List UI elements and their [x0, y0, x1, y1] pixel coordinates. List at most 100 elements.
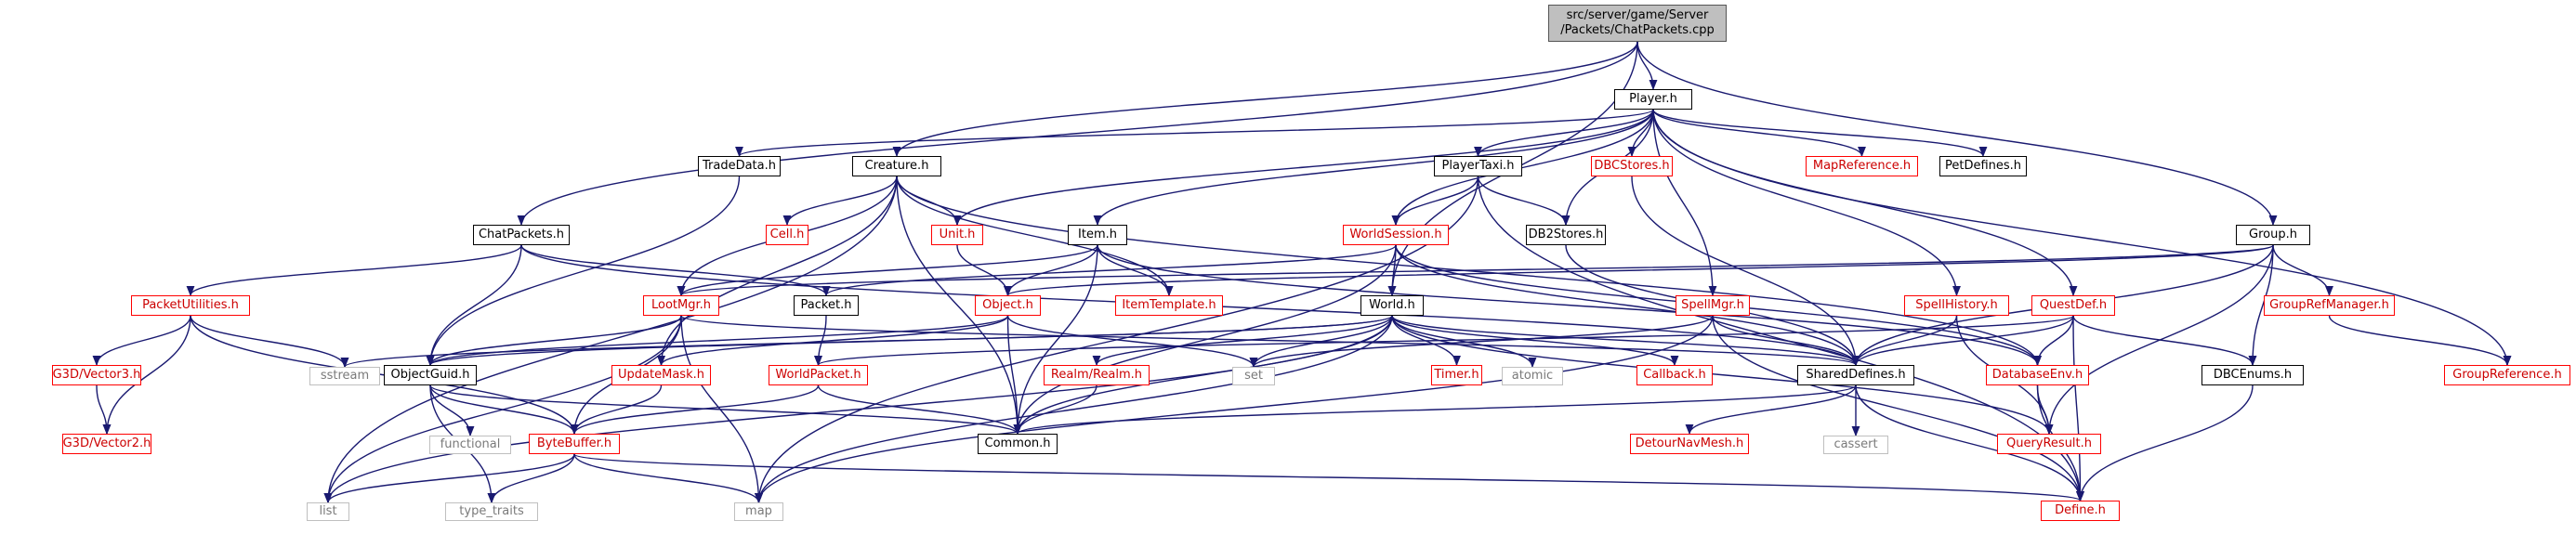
- edge-layer: [92, 41, 2512, 504]
- node-timer[interactable]: Timer.h: [1431, 365, 1482, 385]
- node-label: World.h: [1369, 298, 1415, 312]
- node-label: set: [1244, 369, 1263, 383]
- node-itemtemplate[interactable]: ItemTemplate.h: [1115, 295, 1223, 316]
- edge-g3dvector3-to-g3dvector2: [96, 384, 112, 436]
- node-label: TradeData.h: [702, 159, 776, 173]
- node-callback[interactable]: Callback.h: [1636, 365, 1713, 385]
- node-label: map: [745, 504, 772, 518]
- node-label: functional: [440, 437, 501, 451]
- node-g3dvector3[interactable]: G3D/Vector3.h: [52, 365, 141, 385]
- node-player[interactable]: Player.h: [1614, 89, 1692, 110]
- edge-spellmgr-to-shareddefines: [1712, 315, 1860, 367]
- node-label: src/server/game/Server /Packets/ChatPack…: [1560, 8, 1715, 37]
- edge-root-to-creature: [892, 41, 1638, 158]
- node-label: cassert: [1833, 437, 1878, 451]
- node-shareddefines[interactable]: SharedDefines.h: [1797, 365, 1914, 385]
- node-functional[interactable]: functional: [429, 436, 511, 454]
- node-sstream[interactable]: sstream: [309, 367, 380, 385]
- node-spellmgr[interactable]: SpellMgr.h: [1676, 295, 1750, 316]
- node-packetutilities[interactable]: PacketUtilities.h: [131, 295, 250, 316]
- node-root[interactable]: src/server/game/Server /Packets/ChatPack…: [1548, 5, 1727, 42]
- node-petdefines[interactable]: PetDefines.h: [1939, 156, 2027, 176]
- node-spellhistory[interactable]: SpellHistory.h: [1904, 295, 2009, 316]
- node-label: Player.h: [1629, 92, 1677, 106]
- node-group[interactable]: Group.h: [2236, 225, 2310, 245]
- node-unit[interactable]: Unit.h: [931, 225, 983, 245]
- edge-world-to-atomic: [1391, 315, 1537, 369]
- node-object[interactable]: Object.h: [975, 295, 1041, 316]
- node-label: ObjectGuid.h: [390, 368, 470, 382]
- node-chatpackets[interactable]: ChatPackets.h: [473, 225, 570, 245]
- node-g3dvector2[interactable]: G3D/Vector2.h: [62, 434, 151, 454]
- edge-world-to-callback: [1391, 315, 1679, 367]
- node-lootmgr[interactable]: LootMgr.h: [643, 295, 719, 316]
- node-common[interactable]: Common.h: [978, 434, 1058, 454]
- edge-player-to-mapreference: [1652, 109, 1866, 158]
- edge-bytebuffer-to-list: [323, 453, 575, 504]
- node-item[interactable]: Item.h: [1068, 225, 1127, 245]
- node-questdef[interactable]: QuestDef.h: [2031, 295, 2115, 316]
- node-label: PacketUtilities.h: [142, 298, 239, 312]
- node-label: Realm/Realm.h: [1050, 368, 1143, 382]
- edge-tradedata-to-objectguid: [426, 176, 741, 367]
- edge-group-to-lootmgr: [677, 244, 2274, 297]
- node-packet[interactable]: Packet.h: [794, 295, 859, 316]
- node-cassert[interactable]: cassert: [1823, 436, 1888, 454]
- edge-questdef-to-define: [2072, 315, 2084, 502]
- node-tradedata[interactable]: TradeData.h: [698, 156, 781, 176]
- edge-packetutilities-to-g3dvector3: [92, 315, 191, 367]
- node-bytebuffer[interactable]: ByteBuffer.h: [529, 434, 620, 454]
- node-set[interactable]: set: [1232, 367, 1275, 385]
- edge-worldsession-to-packet: [821, 244, 1397, 297]
- node-list[interactable]: list: [307, 502, 349, 521]
- node-worldpacket[interactable]: WorldPacket.h: [769, 365, 868, 385]
- edge-world-to-shareddefines: [1391, 315, 1860, 367]
- edge-object-to-objectguid: [426, 315, 1009, 367]
- edge-creature-to-updatemask: [657, 176, 898, 367]
- node-groupreference[interactable]: GroupReference.h: [2444, 365, 2570, 385]
- node-atomic[interactable]: atomic: [1502, 367, 1563, 385]
- node-define[interactable]: Define.h: [2041, 501, 2120, 521]
- edge-bytebuffer-to-map: [573, 453, 763, 504]
- node-cell[interactable]: Cell.h: [766, 225, 808, 245]
- node-updatemask[interactable]: UpdateMask.h: [611, 365, 711, 385]
- edge-player-to-groupreference: [1652, 109, 2512, 367]
- node-dbcstores[interactable]: DBCStores.h: [1591, 156, 1673, 176]
- edge-object-to-common: [1006, 315, 1022, 436]
- node-mapreference[interactable]: MapReference.h: [1806, 156, 1918, 176]
- node-realm[interactable]: Realm/Realm.h: [1044, 365, 1150, 385]
- node-queryresult[interactable]: QueryResult.h: [1997, 434, 2101, 454]
- edge-creature-to-cell: [782, 176, 898, 227]
- node-label: Common.h: [984, 436, 1051, 450]
- node-label: WorldPacket.h: [775, 368, 861, 382]
- node-worldsession[interactable]: WorldSession.h: [1343, 225, 1449, 245]
- edge-root-to-player: [1636, 41, 1658, 91]
- node-label: G3D/Vector3.h: [52, 368, 141, 382]
- node-world[interactable]: World.h: [1360, 295, 1424, 316]
- node-label: Timer.h: [1434, 368, 1479, 382]
- node-detournavmesh[interactable]: DetourNavMesh.h: [1630, 434, 1749, 454]
- node-map[interactable]: map: [734, 502, 783, 521]
- node-label: Creature.h: [864, 159, 929, 173]
- node-dbcenums[interactable]: DBCEnums.h: [2201, 365, 2304, 385]
- edge-player-to-item: [1093, 109, 1654, 227]
- edge-packetutilities-to-g3dvector2: [102, 315, 191, 436]
- node-db2stores[interactable]: DB2Stores.h: [1526, 225, 1606, 245]
- node-objectguid[interactable]: ObjectGuid.h: [384, 365, 477, 385]
- edge-shareddefines-to-detournavmesh: [1685, 384, 1857, 436]
- edge-player-to-petdefines: [1652, 109, 1988, 158]
- edge-chatpackets-to-objectguid: [426, 244, 522, 367]
- node-label: G3D/Vector2.h: [62, 436, 151, 450]
- edge-worldpacket-to-bytebuffer: [570, 384, 820, 436]
- node-type-traits[interactable]: type_traits: [445, 502, 538, 521]
- edge-spellmgr-to-define: [1712, 315, 2084, 502]
- node-grouprefmanager[interactable]: GroupRefManager.h: [2264, 295, 2395, 316]
- edge-lootmgr-to-objectguid: [426, 315, 682, 367]
- node-label: Callback.h: [1643, 368, 1706, 382]
- node-label: Packet.h: [800, 298, 852, 312]
- node-playertaxi[interactable]: PlayerTaxi.h: [1434, 156, 1522, 176]
- node-creature[interactable]: Creature.h: [852, 156, 941, 176]
- edge-item-to-itemtemplate: [1097, 244, 1174, 297]
- node-databaseenv[interactable]: DatabaseEnv.h: [1986, 365, 2089, 385]
- edge-player-to-spellmgr: [1652, 109, 1717, 297]
